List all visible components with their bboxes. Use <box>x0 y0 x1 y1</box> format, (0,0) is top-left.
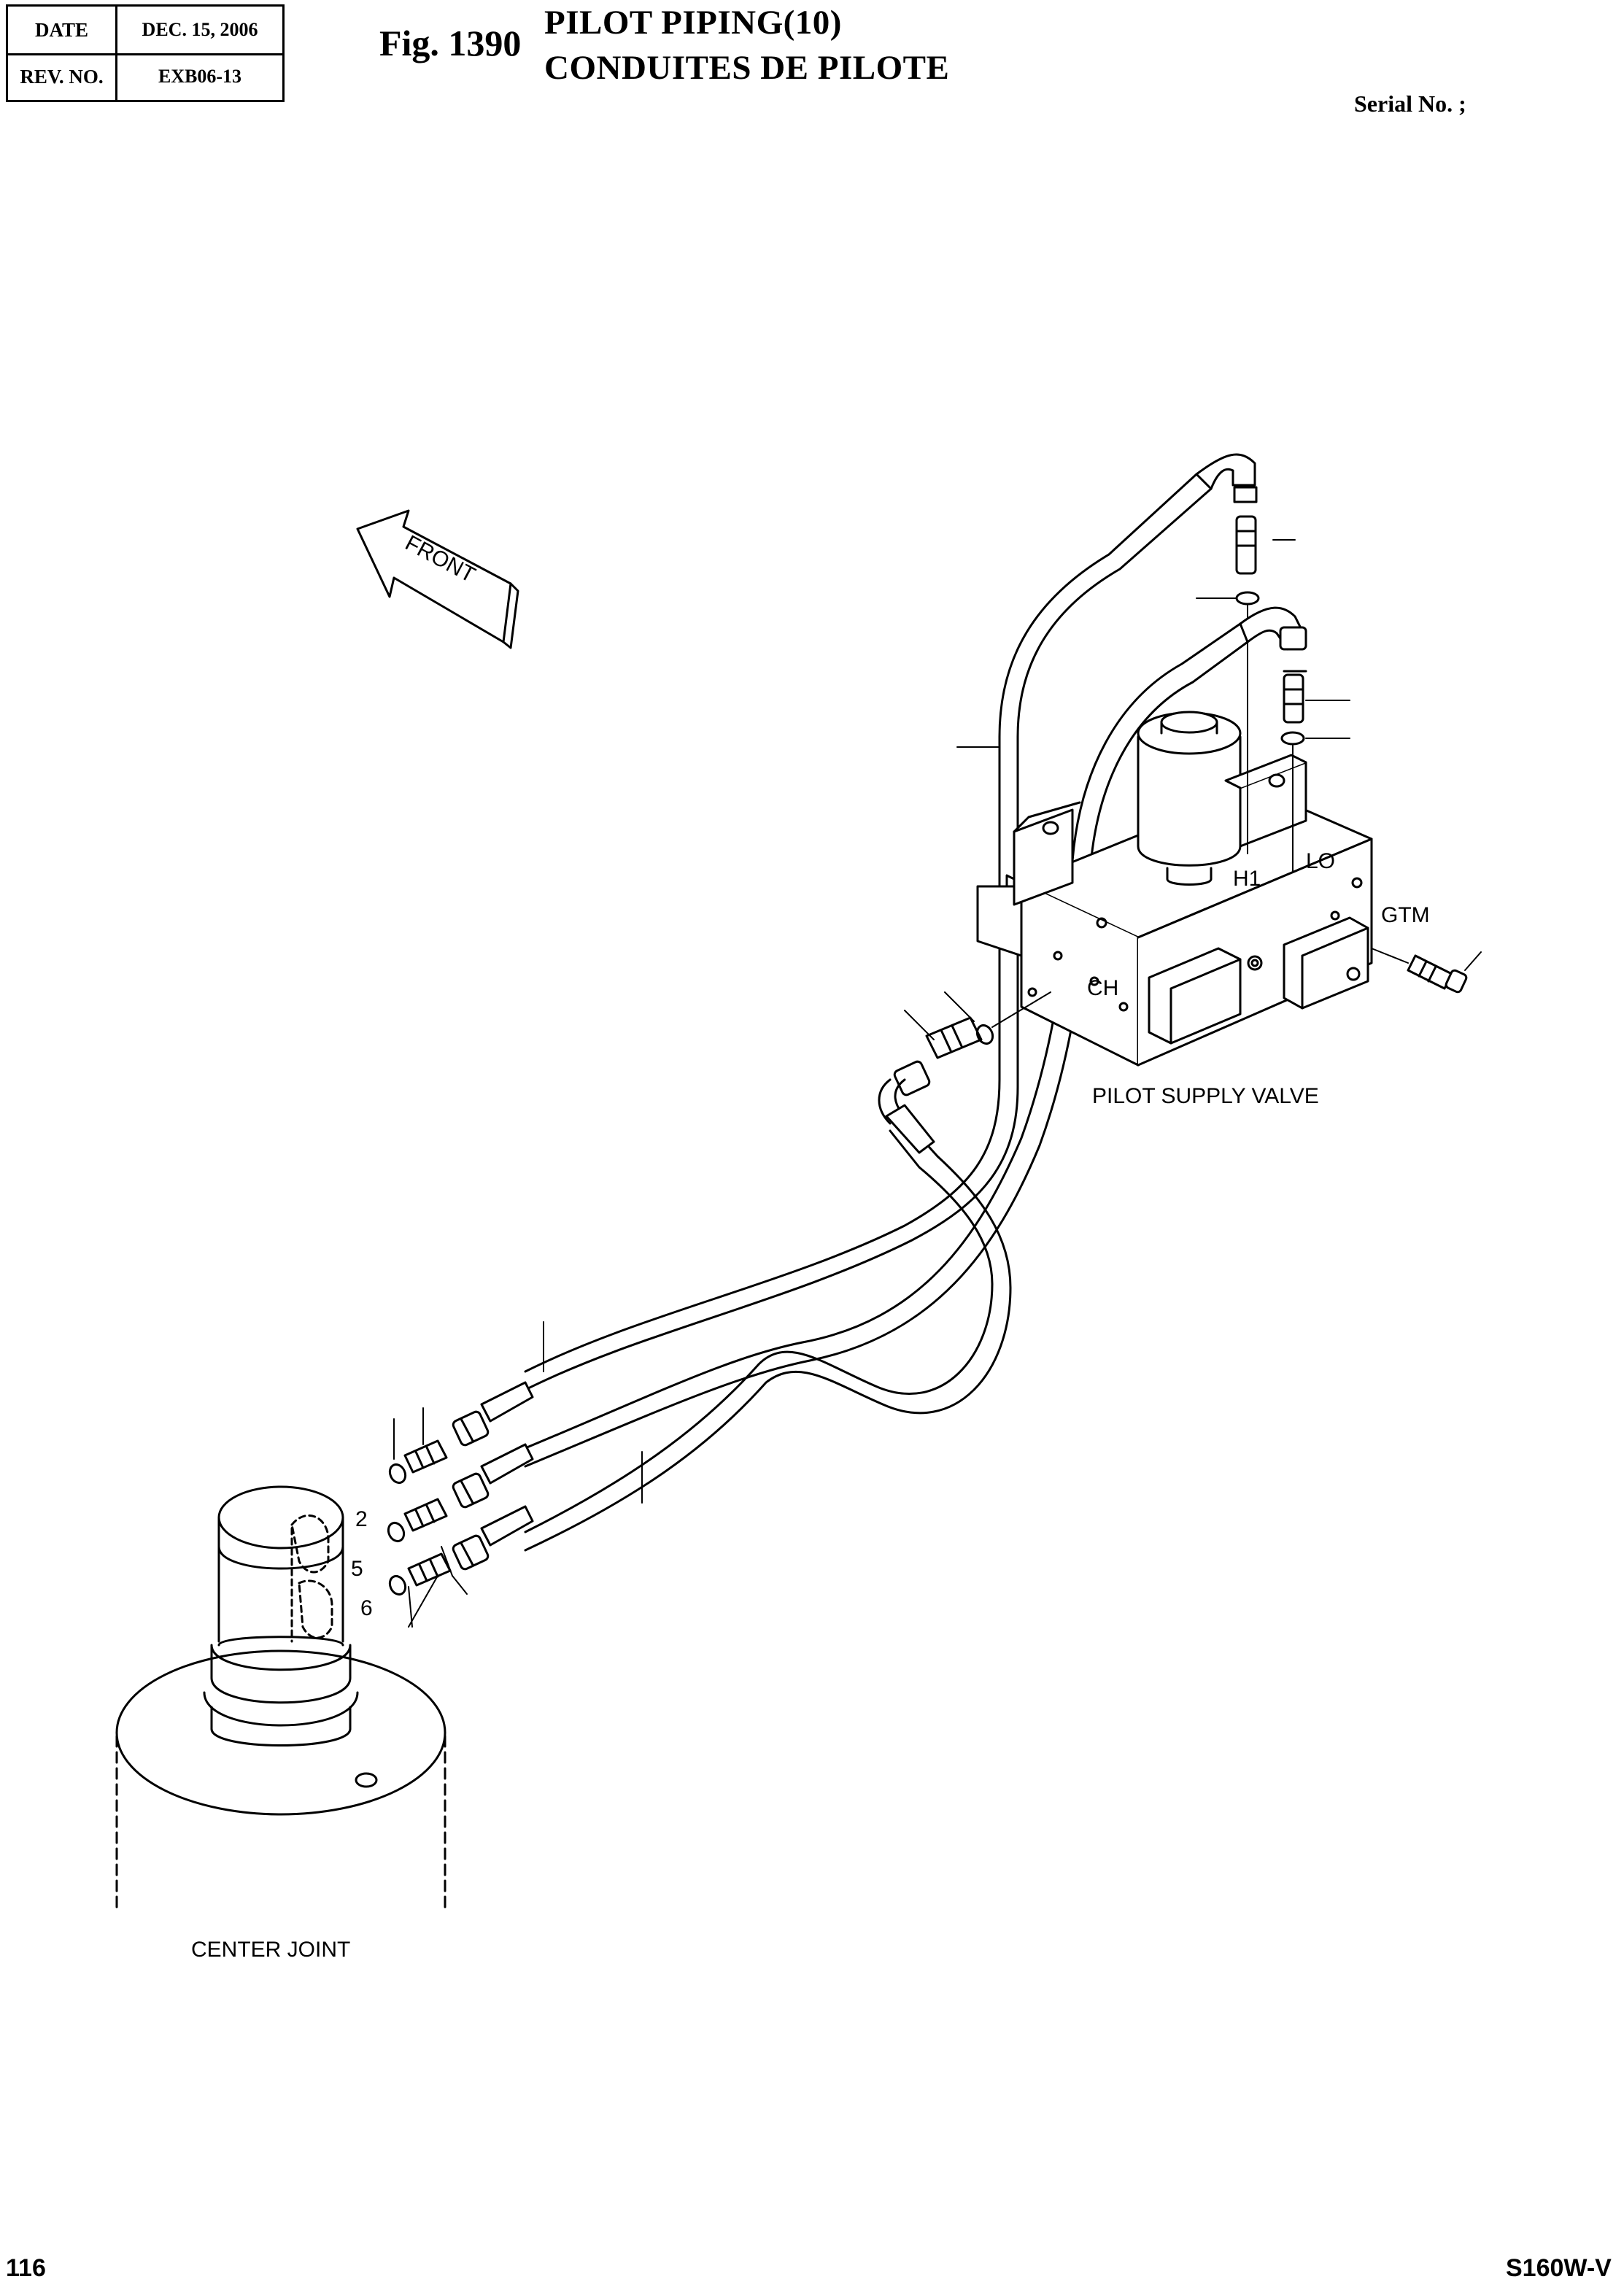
hose-nut-3 <box>452 1534 490 1571</box>
figure-number: Fig. 1390 <box>379 23 522 63</box>
solenoid-coil-front-right <box>1283 916 1369 1010</box>
port-lo-label: LO <box>1306 849 1335 873</box>
hose-sleeve-1 <box>480 1381 534 1423</box>
callout-2: 2 <box>355 1507 368 1531</box>
adapter-6 <box>388 1552 452 1596</box>
hose-nut-2 <box>452 1472 490 1509</box>
hose-ch-supply <box>524 1118 1012 1552</box>
solenoid-cylinder <box>1137 711 1242 886</box>
solenoid-coil-top-left <box>1013 801 1081 906</box>
hose-sleeve-3 <box>480 1505 534 1547</box>
pilot-supply-valve-label: PILOT SUPPLY VALVE <box>1092 1084 1319 1108</box>
date-value: DEC. 15, 2006 <box>142 19 258 40</box>
straight-connector-lower <box>1280 673 1350 873</box>
rev-value: EXB06-13 <box>158 66 242 87</box>
page-number: 116 <box>6 2254 46 2282</box>
straight-connector-upper <box>1196 515 1260 854</box>
figure-title-en: PILOT PIPING(10) <box>544 4 842 42</box>
center-joint <box>115 1485 446 1913</box>
revision-table: DATE DEC. 15, 2006 REV. NO. EXB06-13 <box>6 4 285 102</box>
elbow-fitting-upper <box>1195 453 1296 541</box>
solenoid-coil-front-left <box>1148 947 1242 1045</box>
hose-long-inner <box>524 622 1249 1468</box>
adapter-2 <box>388 1439 448 1485</box>
callout-5: 5 <box>351 1557 363 1581</box>
hose-nut-1 <box>452 1410 490 1447</box>
gtm-fitting <box>1371 948 1482 994</box>
callout-6: 6 <box>360 1596 373 1620</box>
model-number: S160W-V <box>1506 2254 1612 2282</box>
date-row: DATE DEC. 15, 2006 <box>8 7 282 55</box>
ch-fitting <box>878 991 1051 1154</box>
rev-label: REV. NO. <box>8 53 117 100</box>
figure-title-fr: CONDUITES DE PILOTE <box>544 49 950 87</box>
port-ch-label: CH <box>1087 976 1118 1000</box>
port-h1-label: H1 <box>1233 867 1261 891</box>
rev-row: REV. NO. EXB06-13 <box>8 53 282 100</box>
elbow-fitting-lower <box>1239 606 1307 673</box>
solenoid-coil-top-right <box>1224 754 1307 848</box>
serial-number: Serial No. ; <box>1354 90 1466 117</box>
port-gtm-label: GTM <box>1381 903 1430 927</box>
front-arrow-icon <box>356 509 519 649</box>
adapter-5 <box>387 1498 448 1543</box>
center-joint-label: CENTER JOINT <box>191 1938 350 1962</box>
date-label: DATE <box>8 7 117 53</box>
hose-sleeve-2 <box>480 1443 534 1485</box>
leader-lines-left <box>393 1321 643 1628</box>
